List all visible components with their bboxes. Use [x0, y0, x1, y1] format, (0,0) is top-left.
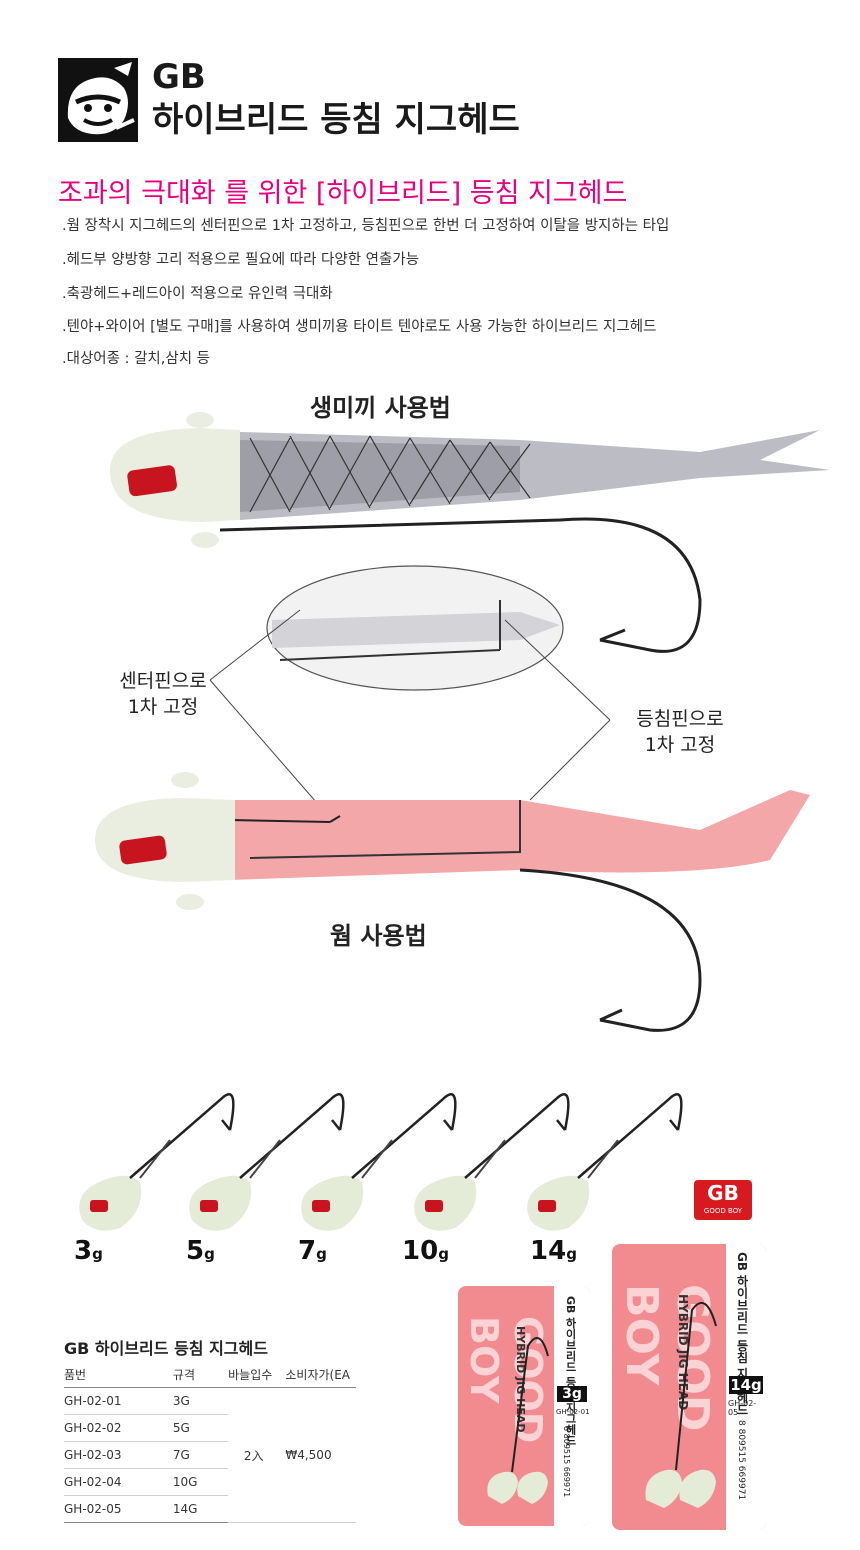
center-pin-label-line1: 센터핀으로 — [119, 670, 207, 692]
brand-name: GB — [152, 57, 206, 97]
row-code: GH-02-03 — [64, 1441, 173, 1469]
header-price: 소비자가(EA — [285, 1361, 356, 1388]
header-size: 규격 — [172, 1361, 229, 1388]
package-vertical-text: HYBRID JIG HEAD — [676, 1294, 690, 1411]
header-qty: 바늘입수 — [228, 1361, 286, 1388]
headline: 조과의 극대화 를 위한 [하이브리드] 등침 지그헤드 — [58, 178, 628, 209]
table-row: GH-02-04 10G — [64, 1468, 356, 1496]
product-title: 하이브리드 등침 지그헤드 — [152, 100, 520, 140]
package-jighead-icon — [645, 1301, 717, 1508]
row-code: GH-02-01 — [64, 1387, 173, 1415]
package-14g: GOOD BOY HYBRID JIG HEAD GB 하이브리드 등침 지그헤… — [612, 1244, 766, 1530]
bullet-5: .대상어종 : 갈치,삼치 등 — [62, 351, 210, 367]
package-card — [554, 1286, 590, 1526]
package-3g: GOOD BOY HYBRID JIG HEAD GB 하이브리드 등침 지그헤… — [458, 1286, 590, 1526]
jighead-lineup-image — [79, 1093, 683, 1232]
bullet-2: .헤드부 양방향 고리 적용으로 필요에 따라 다양한 연출가능 — [62, 252, 420, 268]
goodboy-logo-main: GB — [707, 1181, 739, 1205]
bullet-4: .텐야+와이어 [별도 구매]를 사용하여 생미끼용 타이트 텐야로도 사용 가… — [62, 319, 657, 335]
bullet-1: .웜 장착시 지그헤드의 센터핀으로 1차 고정하고, 등침핀으로 한번 더 고… — [62, 218, 670, 234]
row-code: GH-02-04 — [64, 1468, 173, 1496]
row-size: 10G — [172, 1468, 229, 1496]
goodboy-logo-badge: GB GOOD BOY — [694, 1180, 752, 1220]
weight-number: 10 — [402, 1236, 439, 1266]
weight-label-14g: 14g — [530, 1236, 577, 1266]
jighead-icon — [79, 1093, 235, 1231]
spec-table-header: 품번 규격 바늘입수 소비자가(EA — [64, 1361, 356, 1388]
weight-label-3g: 3g — [74, 1236, 103, 1266]
package-barcode: 8 809515 669971 — [736, 1420, 746, 1501]
live-bait-rig-image — [110, 412, 830, 653]
weight-unit: g — [438, 1245, 449, 1263]
weight-label-7g: 7g — [298, 1236, 327, 1266]
usage-illustration — [95, 412, 830, 1032]
header-code: 품번 — [64, 1361, 173, 1388]
center-pin-label: 센터핀으로 1차 고정 — [88, 668, 238, 720]
weight-number: 7 — [298, 1236, 317, 1266]
live-bait-usage-title: 생미끼 사용법 — [310, 394, 451, 422]
weight-number: 5 — [186, 1236, 205, 1266]
goodboy-logo-sub: GOOD BOY — [703, 1207, 743, 1215]
weight-number: 14 — [530, 1236, 567, 1266]
row-code: GH-02-05 — [64, 1495, 173, 1523]
table-row: GH-02-03 7G — [64, 1441, 356, 1469]
spec-table: 품번 규격 바늘입수 소비자가(EA GH-02-01 3G 2入 ₩4,500… — [64, 1361, 356, 1523]
weight-unit: g — [92, 1245, 103, 1263]
back-pin-label: 등침핀으로 1차 고정 — [605, 706, 755, 758]
row-size: 5G — [172, 1414, 229, 1442]
weight-unit: g — [204, 1245, 215, 1263]
weight-number: 3 — [74, 1236, 93, 1266]
back-pin-label-line1: 등침핀으로 — [636, 708, 724, 730]
weight-unit: g — [566, 1245, 577, 1263]
back-pin-label-line2: 1차 고정 — [644, 734, 716, 756]
center-pin-label-line2: 1차 고정 — [127, 696, 199, 718]
row-size: 3G — [172, 1387, 229, 1415]
package-side-text: GB 하이브리드 등침 지그헤드 — [564, 1296, 577, 1446]
table-row: GH-02-02 5G — [64, 1414, 356, 1442]
row-size: 14G — [172, 1495, 229, 1523]
package-jighead-icon — [487, 1337, 549, 1504]
row-code: GH-02-02 — [64, 1414, 173, 1442]
weight-label-10g: 10g — [402, 1236, 449, 1266]
weight-unit: g — [316, 1245, 327, 1263]
weight-label-5g: 5g — [186, 1236, 215, 1266]
price-cell: ₩4,500 — [285, 1387, 356, 1523]
package-side-text: GB 하이브리드 등침 지그헤드 — [735, 1252, 749, 1416]
brand-logo — [58, 58, 138, 142]
package-barcode: 8 809515 669971 — [562, 1426, 571, 1498]
package-weight: 3g — [557, 1386, 587, 1402]
worm-rig-image — [95, 772, 810, 1032]
row-size: 7G — [172, 1441, 229, 1469]
table-row: GH-02-01 3G 2入 ₩4,500 — [64, 1387, 356, 1523]
package-weight: 14g — [729, 1376, 763, 1394]
spec-table-title: GB 하이브리드 등침 지그헤드 — [64, 1339, 268, 1358]
table-row: GH-02-05 14G — [64, 1495, 356, 1523]
package-vertical-text: HYBRID JIG HEAD — [514, 1326, 527, 1433]
package-code: GH-02-05 — [728, 1399, 757, 1417]
gorilla-logo-icon — [58, 58, 138, 142]
package-big-text: GOOD BOY — [462, 1316, 550, 1444]
package-code: GH-02-01 — [556, 1408, 590, 1416]
worm-usage-title: 웜 사용법 — [330, 922, 427, 950]
bullet-3: .축광헤드+레드아이 적용으로 유인력 극대화 — [62, 286, 333, 302]
qty-cell: 2入 — [228, 1387, 286, 1523]
